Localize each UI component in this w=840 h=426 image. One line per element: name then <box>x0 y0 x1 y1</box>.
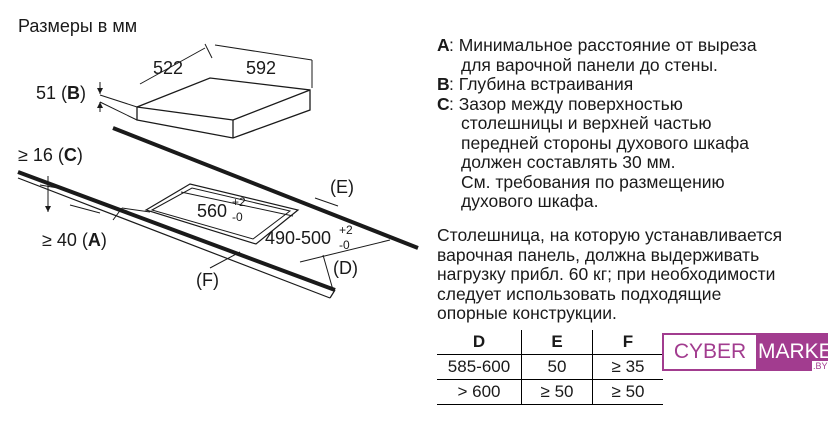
dimensions-table: D E F 585-600 50 ≥ 35 > 600 ≥ 50 ≥ 50 <box>437 330 663 405</box>
table-header-row: D E F <box>437 330 663 355</box>
legend-item-c: C : Зазор между поверхностью столешницы … <box>437 93 837 212</box>
table-cell: ≥ 35 <box>592 354 663 380</box>
label-d-text: D <box>339 258 352 278</box>
legend-key-a: A <box>437 35 450 55</box>
table-cell: > 600 <box>437 379 522 405</box>
table-row: > 600 ≥ 50 ≥ 50 <box>437 379 663 405</box>
table-row: 585-600 50 ≥ 35 <box>437 354 663 380</box>
dim-16-key: C <box>63 145 77 165</box>
legend-text-c-cont3: должен составлять 30 мм. <box>461 152 676 172</box>
dim-40-key: A <box>87 230 101 250</box>
installation-diagram <box>17 43 419 299</box>
cutout-width-label: 560 <box>197 201 228 221</box>
table-header-d: D <box>437 330 522 355</box>
note-line: варочная панель, должна выдерживать <box>437 244 760 265</box>
logo-suffix: .BY <box>812 361 829 371</box>
label-f: (F) <box>196 270 219 290</box>
dim-522-label: 522 <box>153 58 184 78</box>
table-cell: 585-600 <box>437 354 522 380</box>
legend-key-b: B <box>437 74 450 94</box>
cutout-width-tol-plus: +2 <box>232 195 246 209</box>
note-line: опорные конструкции. <box>437 303 617 323</box>
hob-drawing <box>97 43 313 139</box>
dim-51-label: 51 (B) <box>36 83 87 103</box>
note-line: Столешница, на которую устанавливается <box>437 225 783 245</box>
note-line: следует использовать подходящие <box>437 283 722 304</box>
note-line: нагрузку прибл. 60 кг; при необходимости <box>437 264 776 284</box>
legend: A : Минимальное расстояние от выреза для… <box>437 35 837 212</box>
dim-40-value: ≥ 40 <box>42 230 77 250</box>
label-e-text: E <box>336 177 349 197</box>
legend-text-c-cont5: духового шкафа. <box>461 191 599 211</box>
legend-text-c-cont: столешницы и верхней частью <box>461 113 712 133</box>
label-e: (E) <box>330 177 355 197</box>
table-cell: 50 <box>521 354 593 380</box>
legend-text-c-cont2: передней стороны духового шкафа <box>461 132 750 153</box>
page-title: Размеры в мм <box>18 16 138 36</box>
logo-part-cyber: CYBER <box>662 333 758 371</box>
label-d: (D) <box>333 258 358 278</box>
dim-51-key: B <box>67 83 81 103</box>
legend-text-c-cont4: См. требования по размещению <box>461 171 725 192</box>
dim-16-label: ≥ 16 (C) <box>18 145 83 165</box>
cutout-width-tol-minus: -0 <box>232 210 243 224</box>
table-cell: ≥ 50 <box>592 379 663 405</box>
dim-51-value: 51 <box>36 83 57 103</box>
legend-text-a: : Минимальное расстояние от выреза <box>449 35 757 55</box>
cutout-depth-tol-minus: -0 <box>339 238 350 252</box>
cutout-depth-label: 490-500 <box>265 228 332 248</box>
dim-16-value: ≥ 16 <box>18 145 53 165</box>
logo-part-market: MARKET <box>758 333 840 371</box>
legend-text-a-cont: для варочной панели до стены. <box>461 54 718 75</box>
load-note: Столешница, на которую устанавливается в… <box>437 225 837 324</box>
legend-text-c: : Зазор между поверхностью <box>449 93 683 114</box>
legend-text-b: : Глубина встраивания <box>449 74 634 94</box>
dim-592-label: 592 <box>246 58 277 78</box>
legend-item-a: A : Минимальное расстояние от выреза для… <box>437 35 837 75</box>
label-f-text: F <box>202 270 213 290</box>
countertop-drawing <box>17 126 419 299</box>
cutout-depth-tol-plus: +2 <box>339 223 353 237</box>
table-cell: ≥ 50 <box>521 379 593 405</box>
dim-40-label: ≥ 40 (A) <box>42 230 107 250</box>
legend-item-b: B : Глубина встраивания <box>437 74 837 95</box>
table-header-f: F <box>592 330 663 355</box>
table-header-e: E <box>521 330 593 355</box>
legend-key-c: C <box>437 93 450 114</box>
